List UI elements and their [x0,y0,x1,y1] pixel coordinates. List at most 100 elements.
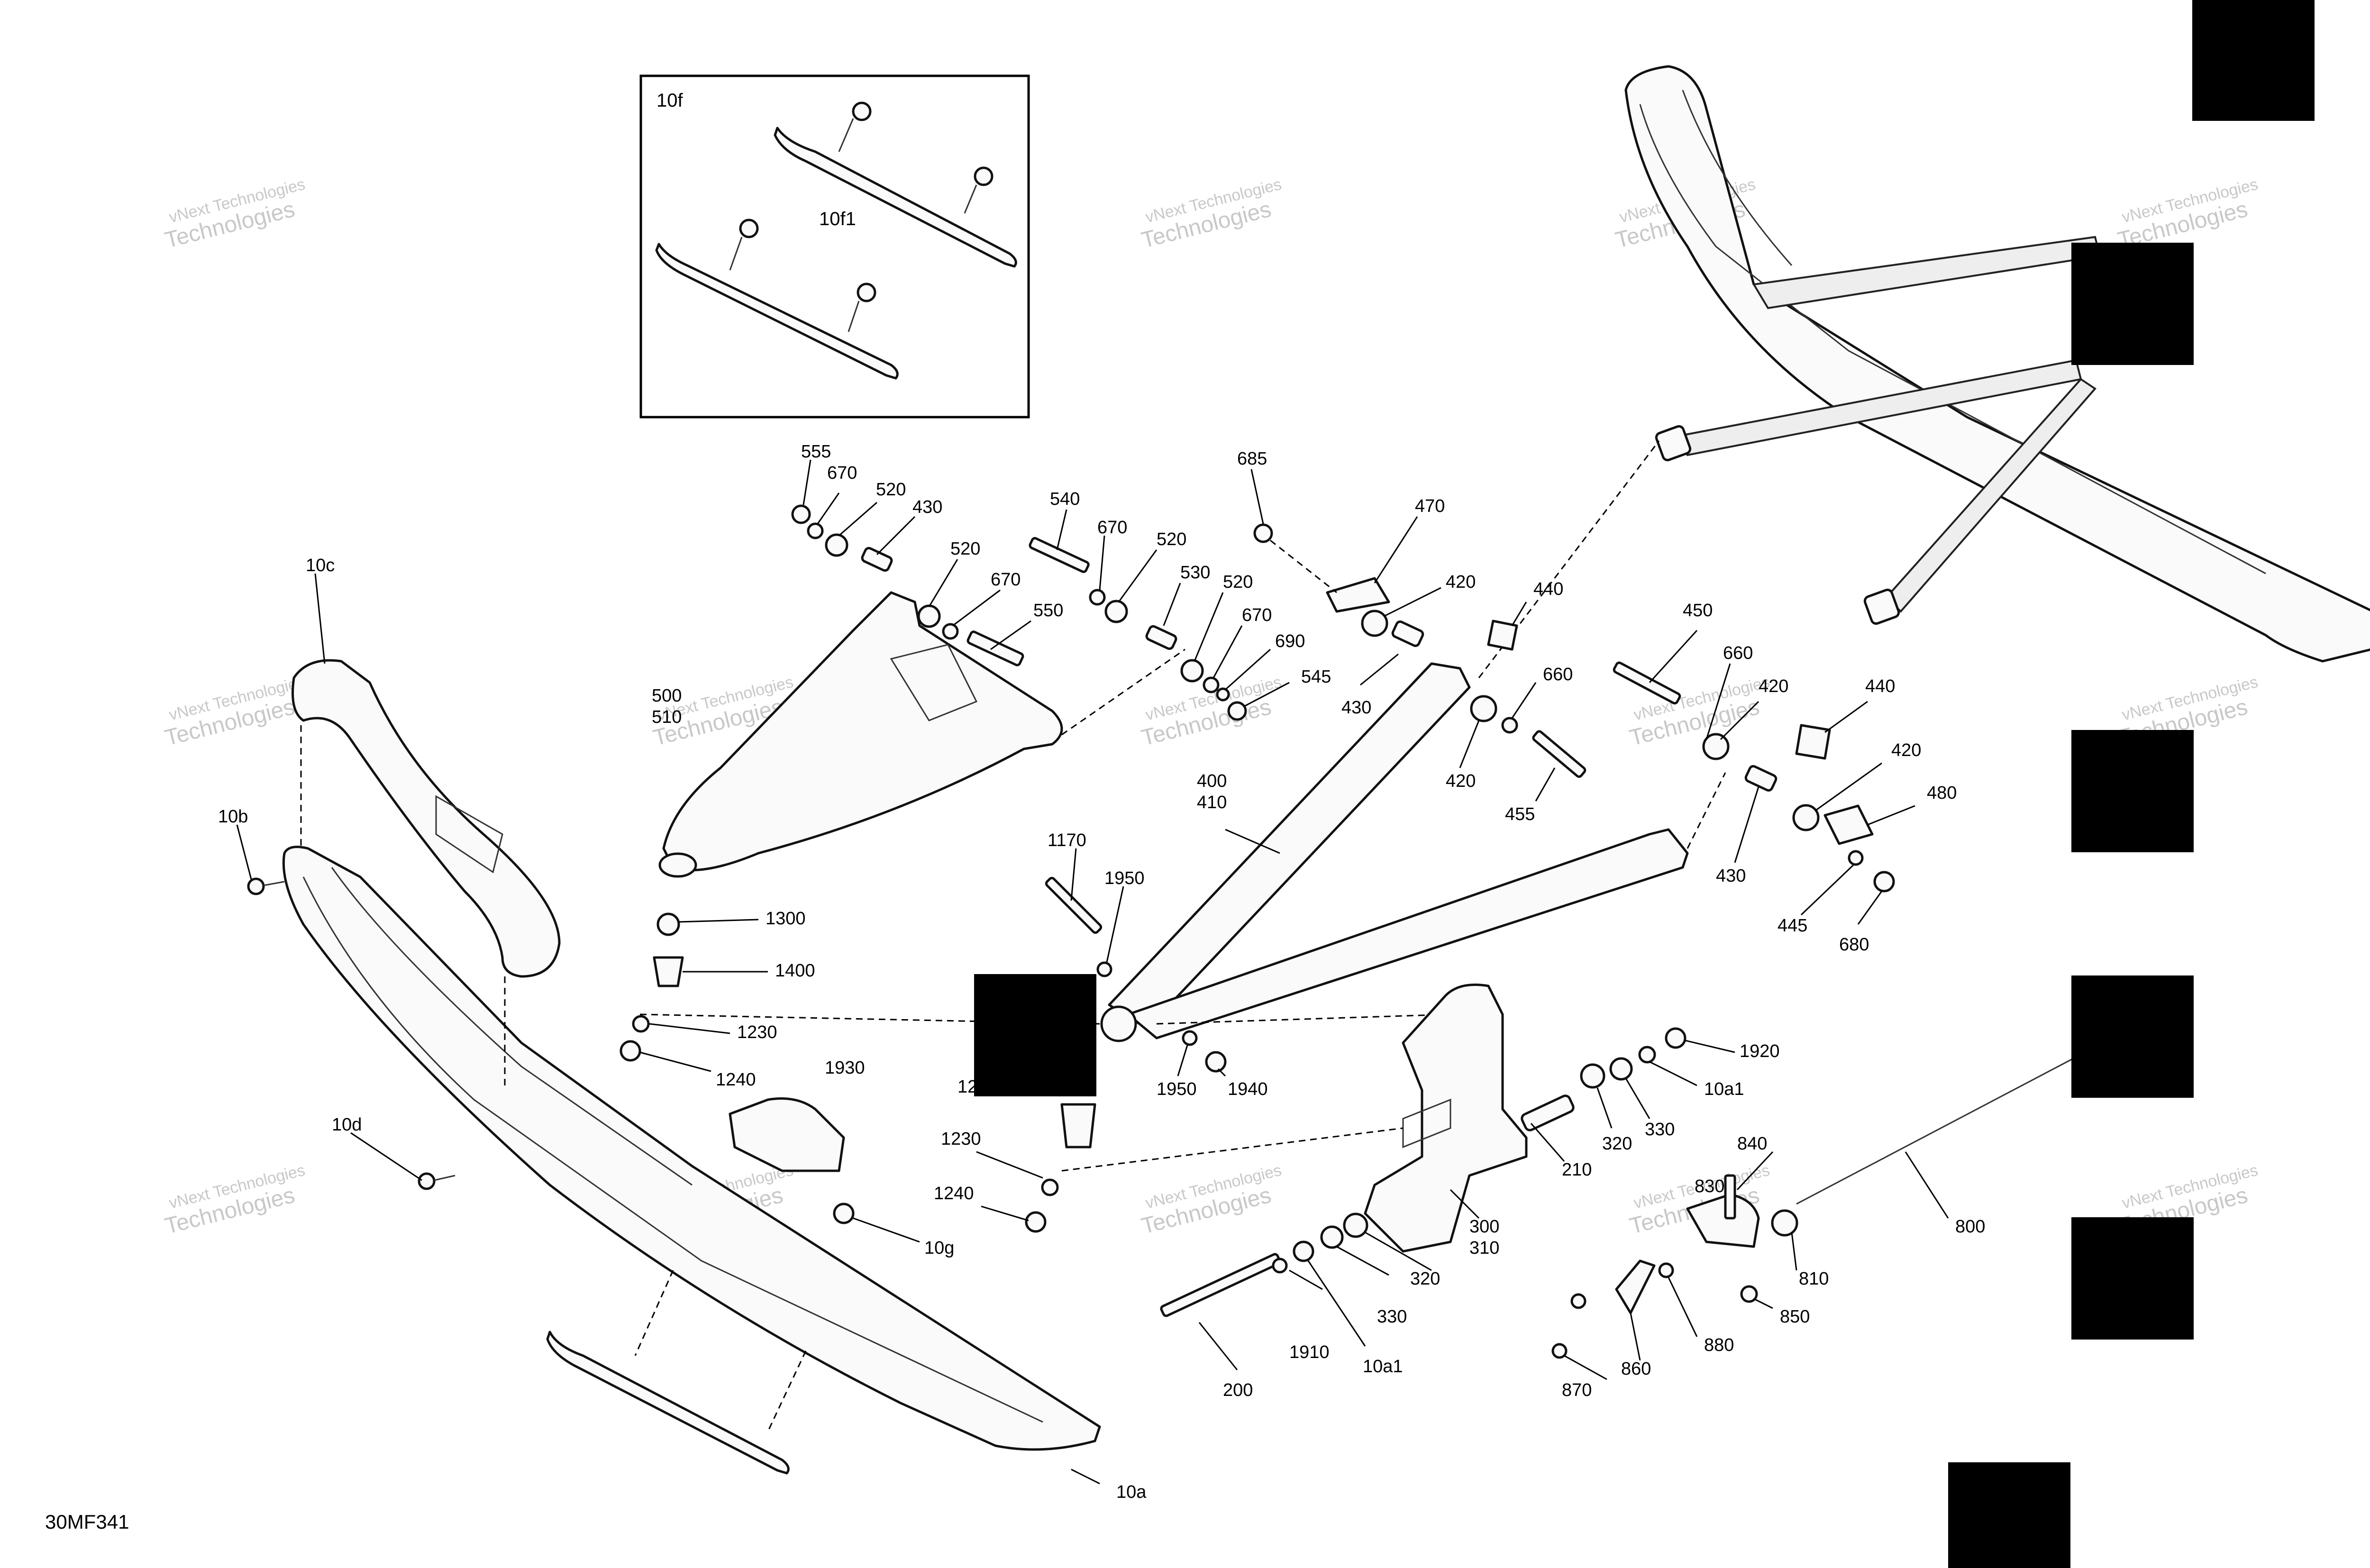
bolt-10b-icon [247,877,265,895]
washer-670-icon [942,623,959,640]
bolt-10d-icon [418,1172,436,1190]
nut-1240-icon [1025,1211,1047,1233]
watermark: vNext Technologies Technologies [2115,175,2260,253]
nut-685-icon [1253,523,1273,543]
bushing-810-icon [1771,1209,1798,1237]
dashed-assembly-line [634,1270,674,1356]
watermark: vNext Technologies Technologies [163,1161,307,1239]
dashed-assembly-line [639,1013,1100,1025]
ski-detail-line [1639,104,2266,574]
bushing-320-icon [1580,1063,1605,1089]
part-label: 420 [1446,572,1476,592]
figure-code: 30MF341 [45,1511,129,1533]
nut-1920-icon [1665,1027,1686,1049]
washer-1230-icon [1041,1178,1059,1196]
part-labels: 10c 10b 10d 10g 10a 500 510 1300 1400 12… [218,442,1985,1502]
seal-330-icon [1320,1225,1344,1249]
plate-480 [1823,804,1874,845]
inset-runners-10f: 10f 10f1 [639,74,1030,419]
bolt-550 [966,630,1024,666]
part-label: 210 [1562,1160,1592,1180]
inset-title: 10f [656,90,683,111]
nut-1940-icon [1205,1051,1227,1073]
part-label: 500 [652,686,682,706]
stud [838,118,854,152]
ski-detail-line [1682,90,1793,266]
part-label: 1170 [1048,830,1086,850]
ball-joint [1863,588,1900,625]
upper-arm-hardware [791,504,1247,721]
dashed-assembly-line [1270,539,1337,593]
upper-a-arm [662,591,1063,872]
part-label: 445 [1778,916,1807,936]
part-label: 685 [1237,449,1267,469]
ski-10a [282,846,1101,1475]
part-label: 555 [801,442,831,462]
part-label: 330 [1377,1307,1407,1327]
washer-1950-icon [1096,961,1112,977]
runner-lower [655,243,899,380]
part-label: 420 [1891,740,1921,760]
part-label: 1950 [1157,1079,1197,1099]
part-label: 830 [1695,1176,1724,1196]
ski-body [282,846,1101,1451]
washer-10a1-icon [1293,1240,1314,1262]
bushing-210 [1521,1094,1575,1131]
part-label: 550 [1033,601,1063,620]
part-label: 430 [912,497,942,517]
ski-detail-line [302,876,1043,1423]
watermark: vNext Technologies Technologies [1139,175,1284,253]
part-label: 480 [1927,783,1957,803]
part-label: 440 [1865,676,1895,696]
part-label: 870 [1562,1380,1592,1400]
part-label: 470 [1415,496,1445,516]
nut-icon [974,166,994,186]
part-label: 660 [1723,643,1753,663]
part-label: 10a1 [1704,1079,1744,1099]
part-label: 660 [1543,665,1573,684]
leader-lines [236,459,1949,1485]
seal-330-icon [1609,1057,1633,1081]
stud [729,237,743,271]
nut-680-icon [1873,871,1895,893]
part-label: 450 [1683,601,1713,620]
washer-10a1-icon [1638,1046,1656,1064]
washer-880-icon [1658,1262,1674,1278]
part-label: 680 [1839,935,1869,955]
part-label: 670 [827,463,857,483]
bolt-shaft [434,1175,456,1181]
part-label: 300 [1469,1217,1499,1237]
sleeve-430 [861,547,893,572]
part-label: 860 [1621,1359,1651,1379]
ski-spindle-right [1752,236,2101,310]
redaction-block [2071,1217,2194,1340]
cap-440 [1795,724,1831,760]
cap-440 [1487,620,1518,651]
ski-handle-10c [292,659,561,1090]
redaction-blocks [974,0,2315,1568]
nut-icon [739,219,759,238]
spindle-300 [1061,984,1528,1253]
part-label: 10c [306,556,335,575]
steering-hardware [1551,1056,2077,1359]
part-label: 1300 [766,909,806,929]
lower-a-arm-rear [1127,828,1689,1039]
part-label: 545 [1301,667,1331,687]
part-label: 1930 [825,1058,865,1078]
ball-joint-stack [620,912,1096,1233]
assembled-ski-right [1624,65,2370,663]
nut-545-icon [1227,701,1247,721]
part-label: 1920 [1740,1041,1780,1061]
part-label: 520 [950,539,980,559]
part-label: 1230 [941,1129,981,1149]
washer-670-icon [1203,676,1220,693]
part-label: 320 [1410,1269,1440,1289]
ball-stud-1400 [653,956,684,987]
bolt-450 [1613,661,1681,705]
part-label: 520 [1157,529,1186,549]
inset-sub-label: 10f1 [819,209,856,229]
part-label: 440 [1533,579,1563,599]
bushing-520-icon [917,604,941,628]
part-label: 1940 [1228,1079,1268,1099]
stud-840 [1724,1174,1736,1220]
